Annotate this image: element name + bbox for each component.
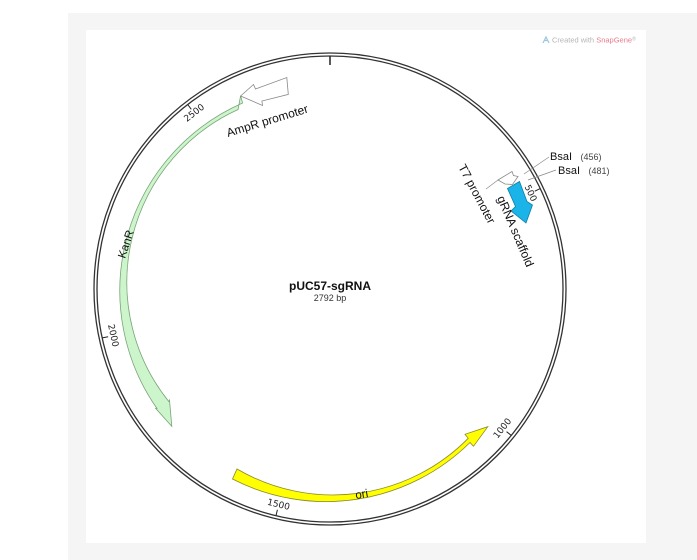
site-label-bsai-456: BsaI (456) — [550, 147, 601, 164]
feature-kanr-arrow — [119, 95, 244, 428]
label-ori: ori — [354, 488, 369, 502]
t7-promoter-leader — [485, 179, 499, 190]
tick-500 — [534, 188, 541, 192]
svg-text:Created with SnapGene®: Created with SnapGene® — [552, 36, 636, 45]
tick-label-2000: 2000 — [105, 323, 120, 348]
site-position-456: (456) — [580, 152, 601, 162]
bsai-456-leader — [523, 156, 550, 175]
snapgene-logo-icon — [542, 35, 550, 44]
watermark-registered: ® — [632, 36, 636, 43]
feature-grna-scaffold-arrow — [506, 180, 533, 224]
plasmid-name: pUC57-sgRNA — [289, 279, 371, 293]
backbone-outer-ring — [93, 52, 567, 526]
site-position-481: (481) — [588, 166, 609, 176]
tick-1500 — [275, 509, 278, 516]
feature-ampr-promoter-arrow — [239, 76, 289, 107]
tick-2500 — [187, 104, 192, 110]
plasmid-size: 2792 bp — [314, 293, 347, 303]
site-name-bsai-456: BsaI — [550, 151, 572, 163]
watermark-prefix: Created with — [552, 36, 596, 45]
feature-ori-arrow — [231, 425, 489, 502]
site-name-bsai-481: BsaI — [558, 165, 580, 177]
watermark-brand: SnapGene — [596, 36, 632, 45]
tick-2000 — [102, 336, 109, 339]
tick-1000 — [506, 431, 512, 436]
bsai-481-leader — [527, 169, 557, 181]
site-label-bsai-481: BsaI (481) — [558, 161, 609, 178]
snapgene-watermark: Created with SnapGene® — [542, 35, 636, 45]
feature-t7-promoter-arrow — [497, 170, 519, 185]
map-panel — [86, 30, 646, 543]
